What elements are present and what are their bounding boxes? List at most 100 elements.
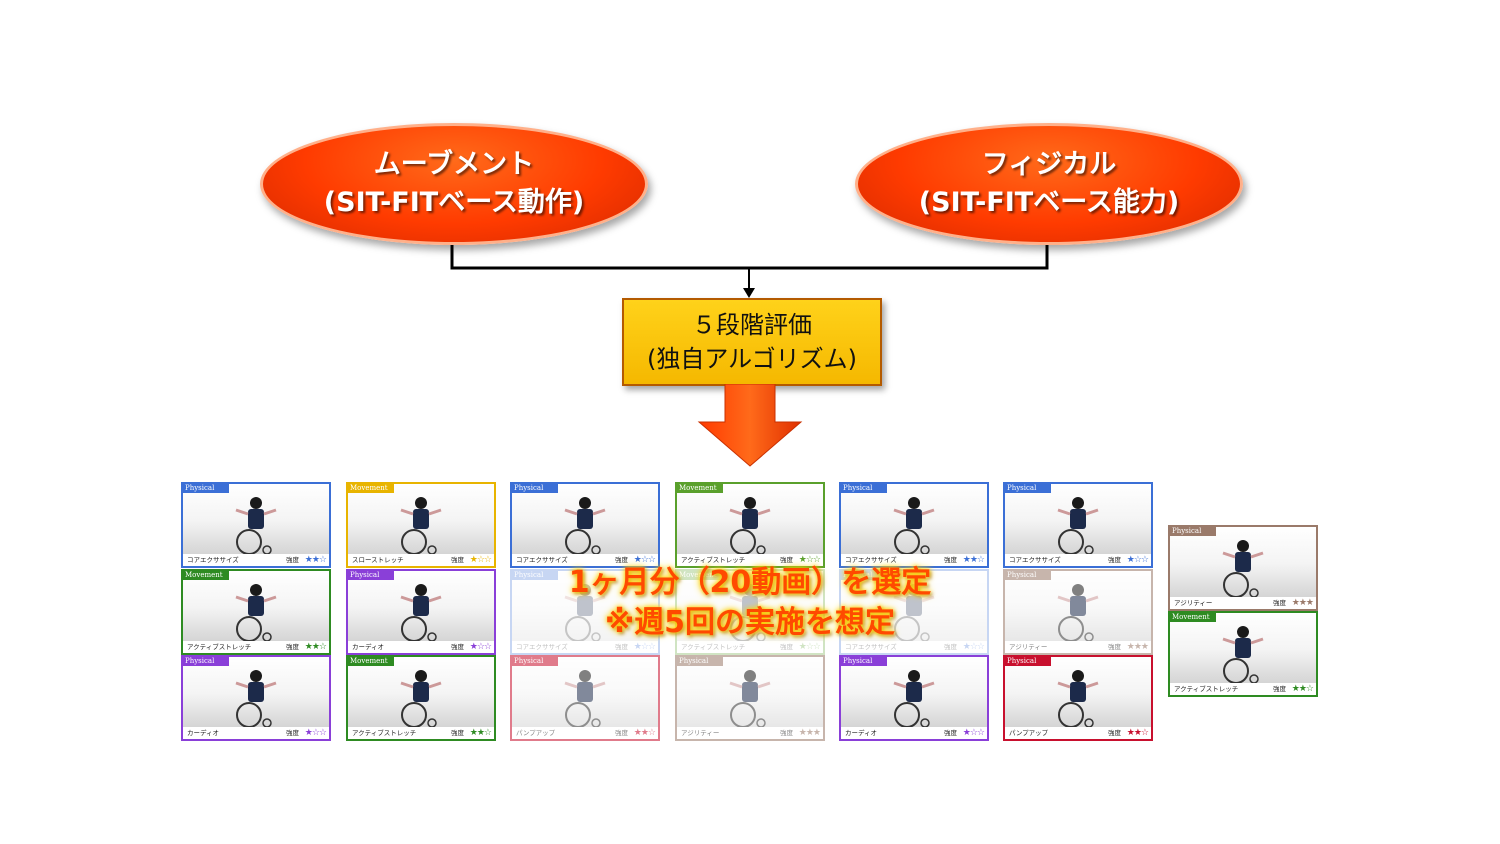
video-thumbnail[interactable]: Physical コアエクササイズ強度★☆☆ <box>839 569 989 655</box>
video-thumbnail[interactable]: Physical アジリティー強度★★★ <box>1003 569 1153 655</box>
wheelchair-athlete-icon <box>564 584 606 642</box>
video-thumbnail[interactable]: Movement アクティブストレッチ 強度 ★☆☆ <box>675 569 825 655</box>
wheelchair-athlete-icon <box>235 497 277 555</box>
intensity-label: 強度 <box>451 556 464 564</box>
video-thumbnail[interactable]: Movement スローストレッチ 強度 ★☆☆ <box>346 482 496 568</box>
category-tag: Physical <box>512 484 558 493</box>
intensity-label: 強度 <box>780 643 793 651</box>
thumbnail-footer: コアエクササイズ 強度 ★☆☆ <box>1005 554 1151 566</box>
category-tag: Physical <box>1005 571 1051 580</box>
exercise-name: コアエクササイズ <box>1009 556 1061 564</box>
category-tag: Movement <box>1170 613 1216 622</box>
evaluation-subtitle: (独自アルゴリズム) <box>646 345 857 373</box>
intensity-stars: ★☆☆ <box>469 642 492 652</box>
intensity-label: 強度 <box>615 556 628 564</box>
category-tag: Physical <box>841 484 887 493</box>
wheelchair-athlete-icon <box>400 497 442 555</box>
physical-node-title: フィジカル <box>981 149 1117 180</box>
intensity-stars: ★★☆ <box>1126 728 1149 738</box>
exercise-name: アクティブストレッチ <box>187 643 252 651</box>
wheelchair-athlete-icon <box>564 497 606 555</box>
intensity-label: 強度 <box>944 729 957 737</box>
video-thumbnail[interactable]: Movement アクティブストレッチ 強度 ★★☆ <box>181 569 331 655</box>
intensity-stars: ★★☆ <box>469 728 492 738</box>
category-tag: Physical <box>1005 657 1051 666</box>
exercise-name: アジリティー <box>681 729 720 737</box>
intensity-stars: ★☆☆ <box>798 555 821 565</box>
wheelchair-athlete-icon <box>729 584 771 642</box>
category-tag: Physical <box>841 657 887 666</box>
wheelchair-athlete-icon <box>729 497 771 555</box>
video-thumbnail[interactable]: Physical カーディオ強度★☆☆ <box>181 655 331 741</box>
movement-node-title: ムーブメント <box>373 149 535 180</box>
category-tag: Physical <box>183 484 229 493</box>
intensity-label: 強度 <box>286 643 299 651</box>
intensity-stars: ★★★ <box>1291 598 1314 608</box>
wheelchair-athlete-icon <box>400 584 442 642</box>
intensity-stars: ★☆☆ <box>469 555 492 565</box>
video-thumbnail[interactable]: Physical アジリティー強度★★★ <box>675 655 825 741</box>
physical-node: フィジカル (SIT-FITベース能力) <box>855 123 1243 245</box>
intensity-stars: ★☆☆ <box>962 728 985 738</box>
category-tag: Movement <box>183 571 229 580</box>
category-tag: Physical <box>512 571 558 580</box>
wheelchair-athlete-icon <box>235 584 277 642</box>
category-tag: Movement <box>677 571 723 580</box>
intensity-stars: ★★★ <box>798 728 821 738</box>
intensity-stars: ★☆☆ <box>798 642 821 652</box>
exercise-name: スローストレッチ <box>352 556 404 564</box>
category-tag: Movement <box>348 484 394 493</box>
intensity-label: 強度 <box>944 643 957 651</box>
intensity-label: 強度 <box>451 643 464 651</box>
exercise-name: コアエクササイズ <box>516 556 568 564</box>
wheelchair-athlete-icon <box>564 670 606 728</box>
category-tag: Physical <box>677 657 723 666</box>
movement-node-subtitle: (SIT-FITベース動作) <box>323 187 585 218</box>
video-thumbnail[interactable]: Physical コアエクササイズ 強度 ★☆☆ <box>510 482 660 568</box>
intensity-stars: ★☆☆ <box>633 555 656 565</box>
exercise-name: アジリティー <box>1009 643 1048 651</box>
exercise-name: コアエクササイズ <box>516 643 568 651</box>
category-tag: Movement <box>677 484 723 493</box>
exercise-name: コアエクササイズ <box>187 556 239 564</box>
thumbnail-footer: アクティブストレッチ 強度 ★★☆ <box>183 641 329 653</box>
exercise-name: カーディオ <box>352 643 385 651</box>
intensity-stars: ★★☆ <box>304 642 327 652</box>
video-thumbnail[interactable]: Physical カーディオ 強度 ★☆☆ <box>839 655 989 741</box>
exercise-name: アクティブストレッチ <box>681 643 746 651</box>
thumbnail-footer: スローストレッチ 強度 ★☆☆ <box>348 554 494 566</box>
exercise-name: パンプアップ <box>1009 729 1049 737</box>
intensity-stars: ★★☆ <box>1291 684 1314 694</box>
thumbnail-footer: コアエクササイズ強度★☆☆ <box>841 641 987 653</box>
category-tag: Physical <box>1170 527 1216 536</box>
intensity-stars: ★★☆ <box>962 555 985 565</box>
thumbnail-footer: コアエクササイズ 強度 ★☆☆ <box>512 554 658 566</box>
intensity-stars: ★☆☆ <box>1126 555 1149 565</box>
intensity-label: 強度 <box>1108 556 1121 564</box>
category-tag: Physical <box>512 657 558 666</box>
intensity-label: 強度 <box>780 556 793 564</box>
thumbnail-footer: アクティブストレッチ 強度 ★☆☆ <box>677 641 823 653</box>
thumbnail-footer: アジリティー強度★★★ <box>677 727 823 739</box>
thumbnail-footer: アジリティー強度★★★ <box>1005 641 1151 653</box>
intensity-label: 強度 <box>615 643 628 651</box>
selection-note-main: 1ヶ月分（20動画）を選定 <box>568 565 932 600</box>
intensity-label: 強度 <box>1273 599 1286 607</box>
category-tag: Physical <box>183 657 229 666</box>
category-tag: Physical <box>841 571 887 580</box>
wheelchair-athlete-icon <box>235 670 277 728</box>
exercise-name: カーディオ <box>845 729 878 737</box>
thumbnail-footer: カーディオ強度★☆☆ <box>183 727 329 739</box>
selection-note: 1ヶ月分（20動画）を選定 ※週5回の実施を想定 <box>480 563 1020 643</box>
